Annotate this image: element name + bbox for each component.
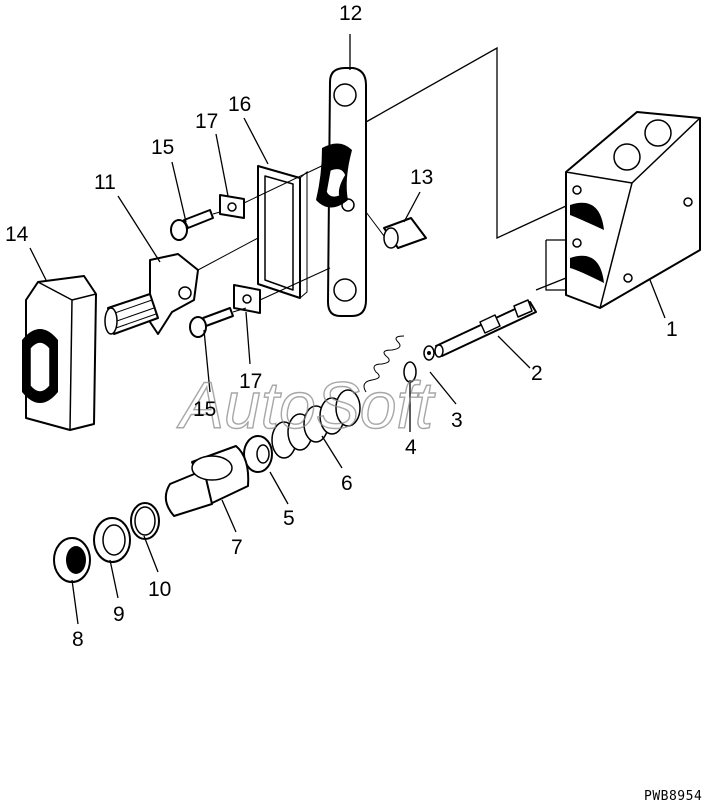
callout-15-lower: 15 xyxy=(193,398,216,421)
callout-6: 6 xyxy=(341,472,353,495)
callout-14: 14 xyxy=(5,223,29,246)
part-5-seat xyxy=(243,435,273,473)
watermark: AutoSoft xyxy=(176,368,436,442)
part-17-shim-lower xyxy=(233,284,261,314)
callout-3: 3 xyxy=(451,409,463,432)
callout-13: 13 xyxy=(410,166,433,189)
part-17-shim-upper xyxy=(219,194,245,219)
callout-17-lower: 17 xyxy=(239,370,262,393)
callout-2: 2 xyxy=(531,362,543,385)
part-3-washer xyxy=(423,345,435,361)
part-1-valve-body xyxy=(565,111,701,309)
callout-labels: 1 2 3 4 5 6 7 8 9 10 11 12 13 14 15 15 1… xyxy=(5,2,678,651)
callout-12: 12 xyxy=(339,2,362,25)
part-13-pin xyxy=(383,217,427,249)
callout-7: 7 xyxy=(231,536,243,559)
callout-16: 16 xyxy=(228,93,251,116)
part-14-cover xyxy=(22,275,97,431)
part-16-gasket xyxy=(257,165,308,299)
part-7-piston xyxy=(164,445,250,517)
callout-8: 8 xyxy=(72,628,84,651)
part-2-spool xyxy=(434,299,537,358)
callout-4: 4 xyxy=(405,436,417,459)
part-6-spring xyxy=(271,389,361,459)
callout-9: 9 xyxy=(113,603,125,626)
callout-1: 1 xyxy=(666,318,678,341)
part-15-bolt-lower xyxy=(189,307,234,338)
part-10-o-ring xyxy=(130,502,160,540)
callout-5: 5 xyxy=(283,507,295,530)
callout-15-upper: 15 xyxy=(151,136,174,159)
part-15-bolt-upper xyxy=(170,209,214,241)
leader-lines xyxy=(29,34,666,625)
part-8-ring xyxy=(53,537,91,583)
callout-11: 11 xyxy=(94,171,116,194)
part-9-ring xyxy=(93,517,131,563)
part-12-plate xyxy=(316,67,367,317)
part-11-plug xyxy=(104,253,199,335)
callout-10: 10 xyxy=(148,578,171,601)
callout-17-upper: 17 xyxy=(195,110,218,133)
assembly-lines xyxy=(197,46,567,313)
drawing-code: PWB8954 xyxy=(644,789,702,804)
